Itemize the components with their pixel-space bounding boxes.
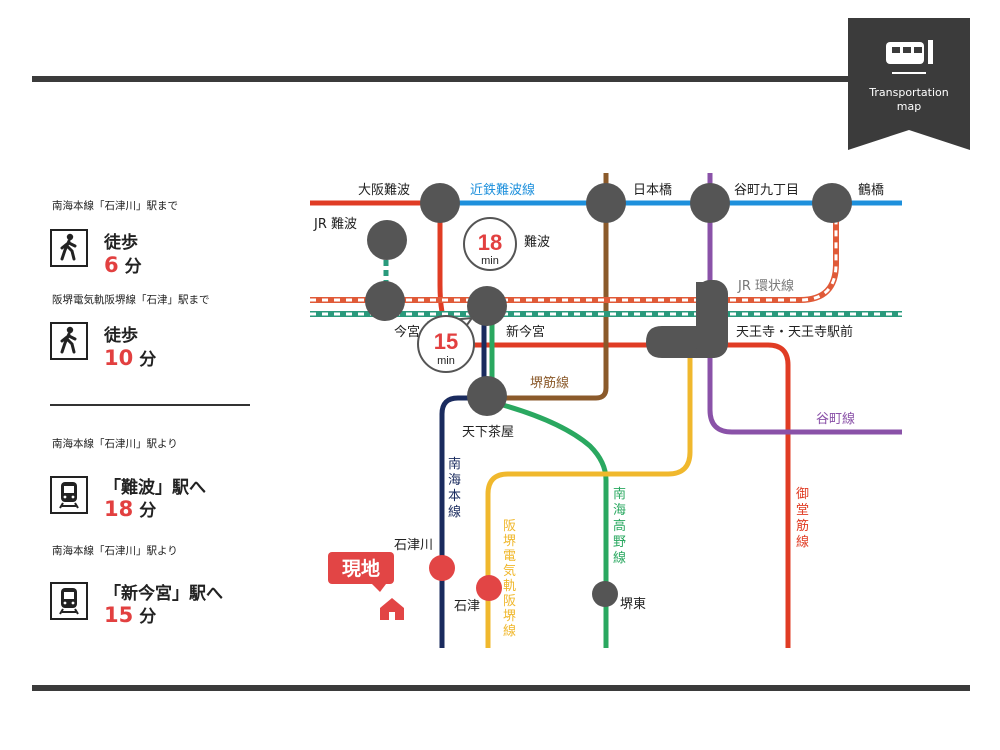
walk-note-2: 阪堺電気軌阪堺線「石津」駅まで <box>52 294 210 306</box>
station-tanimachi9 <box>690 183 730 223</box>
nankai-main-line <box>439 307 487 648</box>
walk-unit-2: 分 <box>139 350 157 370</box>
transportation-map-badge <box>848 18 970 150</box>
label-hankai: 阪堺電気軌阪堺線 <box>503 519 516 639</box>
label-shin-imamiya: 新今宮 <box>506 324 545 340</box>
train-label-2: 「新今宮」駅へ <box>104 584 223 604</box>
train-label-1: 「難波」駅へ <box>104 478 206 498</box>
walking-person-icon <box>60 326 77 354</box>
station-tsuruhashi <box>812 183 852 223</box>
home-icon <box>380 598 404 620</box>
label-namba: 難波 <box>524 235 550 250</box>
station-ishizu <box>476 575 502 601</box>
label-jr-loop: JR 環状線 <box>737 278 794 294</box>
label-imamiya: 今宮 <box>394 324 420 340</box>
walk-minutes-2: 10 <box>104 346 134 370</box>
walk-note-1: 南海本線「石津川」駅まで <box>52 200 178 212</box>
label-sakaisuji: 堺筋線 <box>530 375 569 391</box>
panel-divider <box>50 404 250 406</box>
train-note-2: 南海本線「石津川」駅より <box>52 545 178 557</box>
label-tennoji: 天王寺・天王寺駅前 <box>736 324 853 340</box>
label-nipponbashi: 日本橋 <box>633 183 672 198</box>
walk-unit-1: 分 <box>124 257 142 277</box>
midosuji-line <box>690 342 791 648</box>
label-kintetsu: 近鉄難波線 <box>470 182 535 198</box>
walk-label-1: 徒歩 <box>104 233 138 253</box>
station-sakaihigashi <box>592 581 618 607</box>
station-osaka-namba <box>420 183 460 223</box>
walk-minutes-1: 6 <box>104 253 119 277</box>
train-icon-box <box>50 582 88 620</box>
label-tanimachi: 谷町線 <box>816 411 855 427</box>
badge-to-shin-imamiya: 15 min <box>417 315 475 373</box>
badge-to-namba-value: 18 <box>478 230 502 255</box>
label-tanimachi9: 谷町九丁目 <box>734 183 799 198</box>
label-tengachaya: 天下茶屋 <box>462 424 514 440</box>
station-shin-imamiya <box>467 286 507 326</box>
tanimachi-line <box>707 173 902 435</box>
badge-text: Transportation map <box>848 86 970 114</box>
station-imamiya <box>365 281 405 321</box>
walking-icon-box <box>50 322 88 360</box>
hankai-line <box>485 345 693 648</box>
badge-to-shin-imamiya-unit: min <box>437 355 455 367</box>
train-icon <box>886 40 933 74</box>
badge-line1: Transportation <box>869 86 949 99</box>
station-ishizugawa <box>429 555 455 581</box>
walking-person-icon <box>60 233 77 261</box>
badge-line2: map <box>896 100 922 113</box>
station-jr-namba <box>367 220 407 260</box>
label-jr-namba: JR 難波 <box>313 217 357 232</box>
train-front-icon <box>59 588 79 615</box>
label-nankai-koya: 南海高野線 <box>613 486 626 566</box>
train-minutes-1: 18 <box>104 497 134 521</box>
label-midosuji: 御堂筋線 <box>796 487 809 550</box>
label-osaka-namba: 大阪難波 <box>358 183 410 198</box>
label-nankai-main: 南海本線 <box>448 456 461 520</box>
train-unit-1: 分 <box>139 501 157 521</box>
sakaisuji-line <box>488 173 609 401</box>
label-sakaihigashi: 堺東 <box>620 596 646 612</box>
label-tsuruhashi: 鶴橋 <box>858 182 884 198</box>
badge-to-namba: 18 min <box>463 217 517 271</box>
walk-label-2: 徒歩 <box>104 326 138 346</box>
bottom-rule <box>32 685 970 691</box>
nankai-koya-line <box>489 307 609 648</box>
label-ishizugawa: 石津川 <box>394 538 433 553</box>
badge-to-shin-imamiya-value: 15 <box>434 329 458 354</box>
train-unit-2: 分 <box>139 607 157 627</box>
station-nipponbashi <box>586 183 626 223</box>
station-tengachaya <box>467 376 507 416</box>
walking-icon-box <box>50 229 88 267</box>
train-front-icon <box>59 482 79 509</box>
badge-to-namba-unit: min <box>481 255 499 267</box>
current-location-marker: 現地 <box>328 552 404 620</box>
top-rule <box>32 76 970 82</box>
train-icon-box <box>50 476 88 514</box>
train-minutes-2: 15 <box>104 603 134 627</box>
label-ishizu: 石津 <box>454 599 480 614</box>
current-location-label: 現地 <box>342 557 380 580</box>
train-note-1: 南海本線「石津川」駅より <box>52 438 178 450</box>
